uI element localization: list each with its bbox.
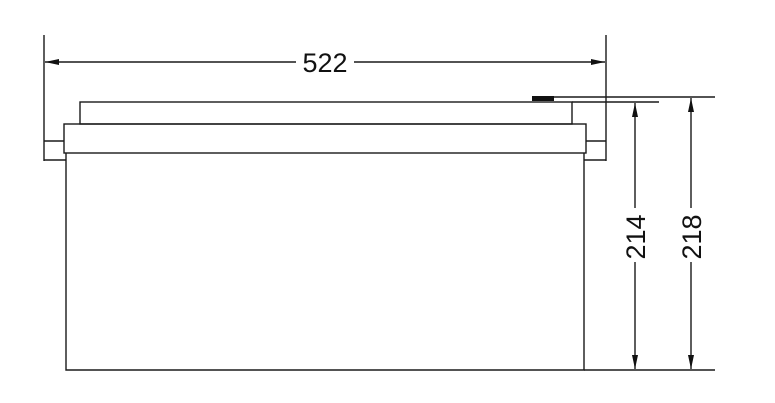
latch bbox=[532, 96, 554, 101]
lid-rim bbox=[63, 123, 587, 154]
height-218-label: 218 bbox=[677, 214, 707, 259]
height-214-label: 214 bbox=[621, 214, 651, 259]
height-dimensions: 214 218 bbox=[554, 96, 715, 371]
width-label: 522 bbox=[302, 48, 347, 78]
box-body bbox=[65, 153, 585, 371]
lid-top bbox=[79, 101, 573, 125]
width-dimension: 522 bbox=[43, 35, 607, 161]
box-outline bbox=[44, 96, 606, 371]
